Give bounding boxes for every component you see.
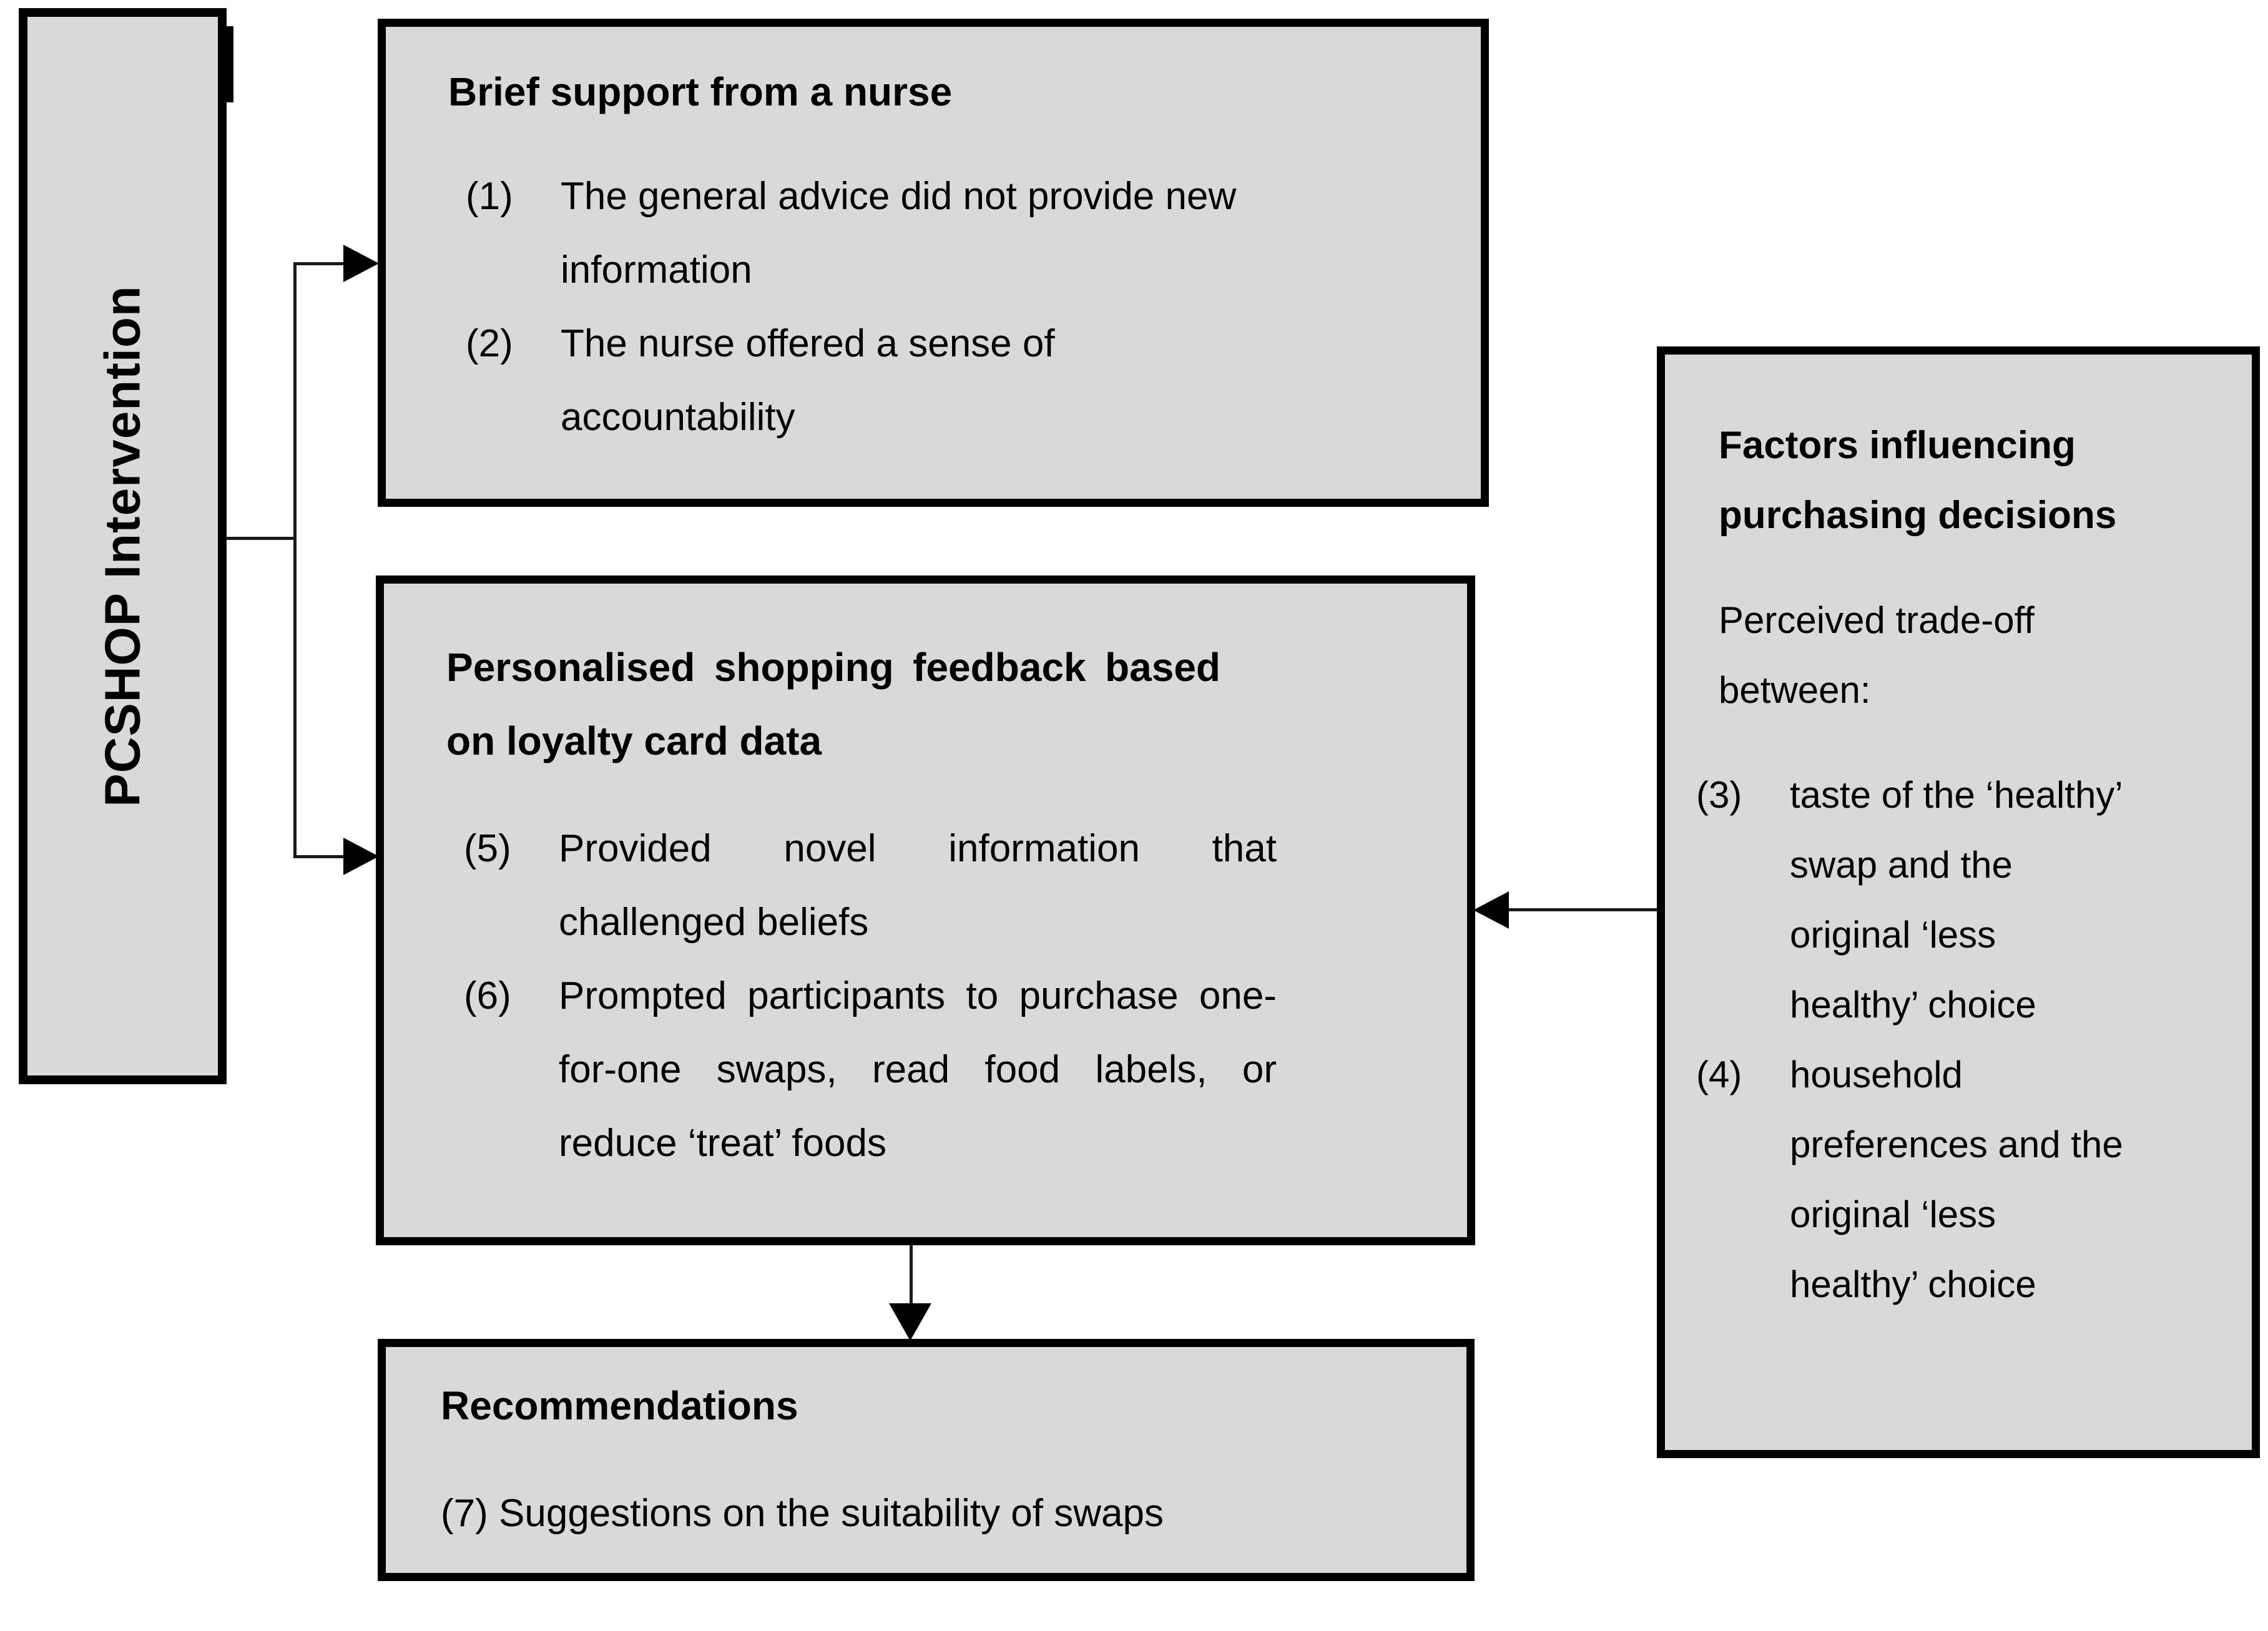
- down-arrowhead-icon: [889, 1303, 931, 1341]
- nurse-support-title: Brief support from a nurse: [448, 69, 953, 114]
- factors-box: Factors influencing purchasing decisions…: [1657, 346, 2260, 1458]
- pcshop-intervention-box: PCSHOP Intervention: [19, 8, 227, 1084]
- item-text: The nurse offered a sense of accountabil…: [561, 322, 1055, 439]
- right-arrowhead-icon: [343, 245, 379, 282]
- item-number: (4): [1696, 1054, 1742, 1095]
- list-item: (5) Provided novel information that chal…: [464, 812, 1411, 959]
- connector-to-feedback-box: [293, 855, 346, 858]
- connector-to-recommendations: [910, 1244, 913, 1306]
- factors-title: Factors influencing purchasing decisions: [1719, 424, 2117, 537]
- left-arrowhead-icon: [1473, 891, 1509, 929]
- item-text: Prompted participants to purchase one-fo…: [559, 974, 1277, 1165]
- nurse-support-box: Brief support from a nurse (1) The gener…: [378, 19, 1489, 507]
- connector-to-nurse-box: [293, 262, 346, 265]
- recommendations-title: Recommendations: [441, 1383, 798, 1428]
- right-arrowhead-icon: [343, 838, 379, 875]
- factors-items: (3) taste of the ‘healthy’ swap and the …: [1696, 760, 2227, 1320]
- item-text: household preferences and the original ‘…: [1790, 1054, 2123, 1305]
- item-number: (3): [1696, 774, 1742, 816]
- personalised-feedback-items: (5) Provided novel information that chal…: [446, 812, 1411, 1180]
- item-text: The general advice did not provide new i…: [561, 175, 1237, 291]
- list-item: (6) Prompted participants to purchase on…: [464, 959, 1411, 1180]
- item-text: Provided novel information that challeng…: [559, 827, 1277, 944]
- item-number: (6): [464, 974, 511, 1017]
- connector-from-factors: [1508, 908, 1657, 911]
- recommendations-box: Recommendations (7) Suggestions on the s…: [378, 1339, 1475, 1581]
- list-item: (3) taste of the ‘healthy’ swap and the …: [1696, 760, 2227, 1040]
- item-number: (2): [466, 322, 513, 365]
- list-item: (2) The nurse offered a sense of account…: [466, 307, 1425, 454]
- border-artifact: [227, 26, 233, 102]
- recommendations-item: (7) Suggestions on the suitability of sw…: [441, 1492, 1164, 1535]
- item-number: (1): [466, 175, 513, 218]
- personalised-feedback-title: Personalised shopping feedback based on …: [446, 645, 1220, 763]
- personalised-feedback-box: Personalised shopping feedback based on …: [376, 576, 1475, 1245]
- pcshop-intervention-label: PCSHOP Intervention: [94, 285, 150, 807]
- nurse-support-items: (1) The general advice did not provide n…: [448, 160, 1425, 454]
- connector-branch-vertical: [293, 262, 297, 858]
- vertical-label-wrapper: PCSHOP Intervention: [27, 17, 218, 1075]
- item-text: taste of the ‘healthy’ swap and the orig…: [1790, 774, 2122, 1026]
- connector-from-pcshop: [226, 537, 296, 540]
- item-number: (5): [464, 827, 511, 870]
- list-item: (4) household preferences and the origin…: [1696, 1040, 2227, 1320]
- factors-subtitle: Perceived trade-off between:: [1719, 599, 2035, 711]
- list-item: (1) The general advice did not provide n…: [466, 160, 1425, 307]
